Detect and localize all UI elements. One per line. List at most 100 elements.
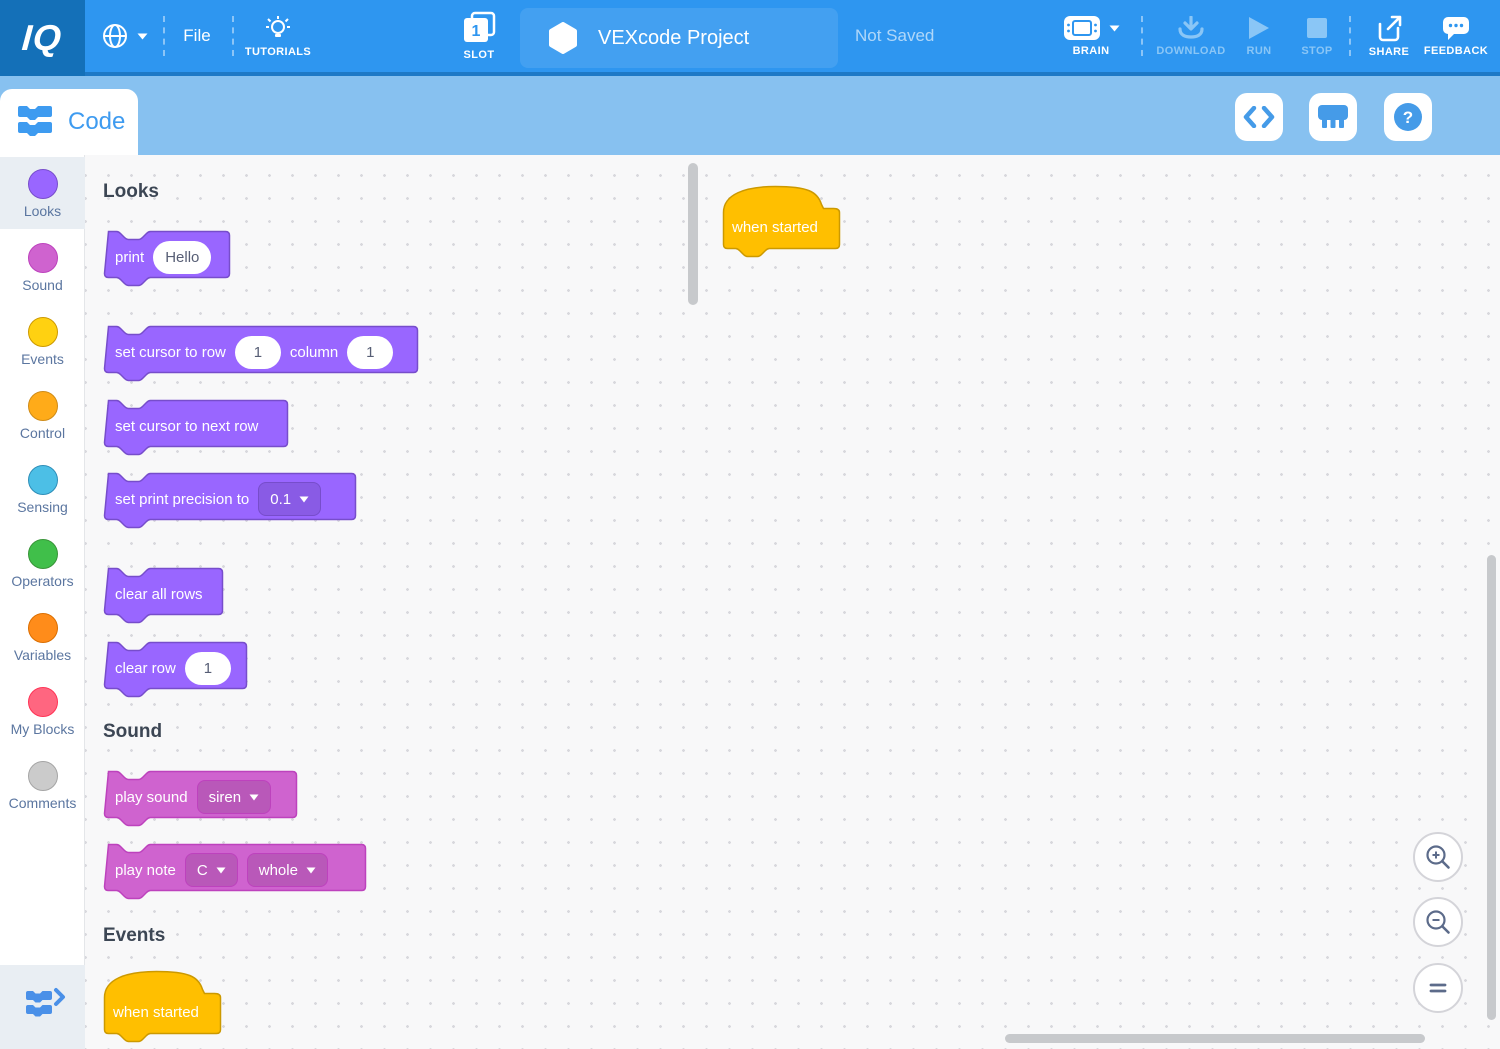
project-name-pill[interactable]: VEXcode Project [520, 8, 838, 68]
sidebar-item-comments[interactable]: Comments [0, 749, 85, 821]
sidebar-item-sensing[interactable]: Sensing [0, 453, 85, 525]
feedback-button[interactable]: FEEDBACK [1418, 0, 1494, 72]
run-button[interactable]: RUN [1236, 0, 1282, 72]
brain-button[interactable]: BRAIN [1055, 0, 1127, 72]
blocks-collapse-icon [25, 988, 65, 1017]
sidebar-item-sound[interactable]: Sound [0, 231, 85, 303]
block-content: when started [113, 994, 199, 1030]
block-text: set cursor to next row [115, 417, 259, 435]
category-color-dot [27, 391, 58, 421]
block-input-field[interactable]: Hello [153, 240, 212, 274]
category-color-dot [27, 243, 58, 273]
block-when-started[interactable]: when started [722, 185, 841, 258]
block-clear-row[interactable]: clear row 1 [103, 641, 248, 698]
sidebar-item-variables[interactable]: Variables [0, 601, 85, 673]
vertical-scrollbar[interactable] [1487, 555, 1496, 1020]
block-dropdown[interactable]: whole [246, 853, 328, 887]
stop-button[interactable]: STOP [1292, 0, 1342, 72]
block-shape [722, 185, 841, 258]
block-text: set cursor to row [115, 343, 226, 361]
block-when-started[interactable]: when started [103, 970, 222, 1043]
block-shape [103, 567, 224, 624]
block-content: play sound siren [115, 777, 272, 817]
zoom-reset-button[interactable] [1413, 963, 1463, 1013]
category-color-dot [27, 465, 58, 495]
palette-scrollbar[interactable] [688, 163, 698, 305]
dropdown-value: whole [258, 861, 298, 879]
block-input-field[interactable]: 1 [184, 651, 231, 685]
zoom-reset-icon [1429, 983, 1447, 993]
category-label: Variables [13, 647, 72, 663]
console-button[interactable] [1309, 93, 1357, 141]
block-text: when started [113, 1003, 199, 1021]
block-shape [103, 970, 222, 1043]
chevron-down-icon [249, 794, 259, 800]
block-dropdown[interactable]: siren [196, 780, 272, 814]
language-selector[interactable] [96, 0, 154, 72]
chevron-down-icon [306, 867, 316, 873]
code-brackets-icon [1243, 106, 1275, 128]
block-shape [103, 399, 289, 456]
block-set-cursor-to-next-row[interactable]: set cursor to next row [103, 399, 289, 456]
tutorials-button[interactable]: TUTORIALS [240, 0, 316, 72]
separator [1349, 16, 1351, 56]
save-status: Not Saved [855, 26, 935, 45]
block-text: play sound [115, 788, 188, 806]
block-play-sound[interactable]: play sound siren [103, 770, 298, 827]
palette-toggle-button[interactable] [0, 965, 85, 1049]
iq-logo-tile[interactable]: IQ [0, 0, 85, 76]
iq-logo: IQ [21, 17, 64, 58]
brain-label: BRAIN [1072, 45, 1110, 57]
block-content: when started [732, 209, 818, 245]
zoom-in-button[interactable] [1413, 832, 1463, 882]
slot-button[interactable]: 1 SLOT [450, 0, 508, 72]
block-text: clear row [115, 659, 176, 677]
download-label: DOWNLOAD [1156, 44, 1226, 57]
category-label: My Blocks [10, 721, 75, 737]
help-button[interactable]: ? [1384, 93, 1432, 141]
sidebar-item-control[interactable]: Control [0, 379, 85, 451]
block-clear-all-rows[interactable]: clear all rows [103, 567, 224, 624]
horizontal-scrollbar[interactable] [1005, 1034, 1425, 1043]
block-input-field[interactable]: 1 [234, 335, 281, 369]
separator [1141, 16, 1143, 56]
zoom-out-button[interactable] [1413, 897, 1463, 947]
share-button[interactable]: SHARE [1358, 0, 1420, 72]
feedback-label: FEEDBACK [1423, 45, 1489, 57]
block-dropdown[interactable]: C [184, 853, 238, 887]
category-color-dot [27, 761, 58, 791]
category-label: Looks [23, 203, 62, 219]
hexagon-icon [549, 22, 577, 54]
zoom-out-icon [1426, 910, 1450, 934]
dropdown-value: siren [208, 788, 242, 806]
block-shape [103, 843, 367, 900]
category-label: Sensing [17, 499, 68, 515]
block-content: clear row 1 [115, 648, 231, 688]
sidebar-item-my-blocks[interactable]: My Blocks [0, 675, 85, 747]
block-input-field[interactable]: 1 [347, 335, 394, 369]
block-dropdown[interactable]: 0.1 [258, 482, 322, 516]
brain-icon [1063, 16, 1100, 40]
feedback-icon [1443, 17, 1469, 40]
category-label: Operators [11, 573, 74, 589]
blocks-icon [18, 106, 52, 136]
share-icon [1378, 15, 1402, 41]
sidebar-item-looks[interactable]: Looks [0, 157, 85, 229]
download-button[interactable]: DOWNLOAD [1150, 0, 1232, 72]
sidebar-item-operators[interactable]: Operators [0, 527, 85, 599]
category-label: Comments [8, 795, 77, 811]
block-text: clear all rows [115, 585, 203, 603]
top-bar: IQ File TUTORIALS 1 [0, 0, 1500, 76]
file-menu-label: File [183, 26, 211, 45]
code-viewer-button[interactable] [1235, 93, 1283, 141]
file-menu[interactable]: File [168, 0, 226, 72]
tab-code[interactable]: Code [0, 89, 138, 155]
sidebar-item-events[interactable]: Events [0, 305, 85, 377]
